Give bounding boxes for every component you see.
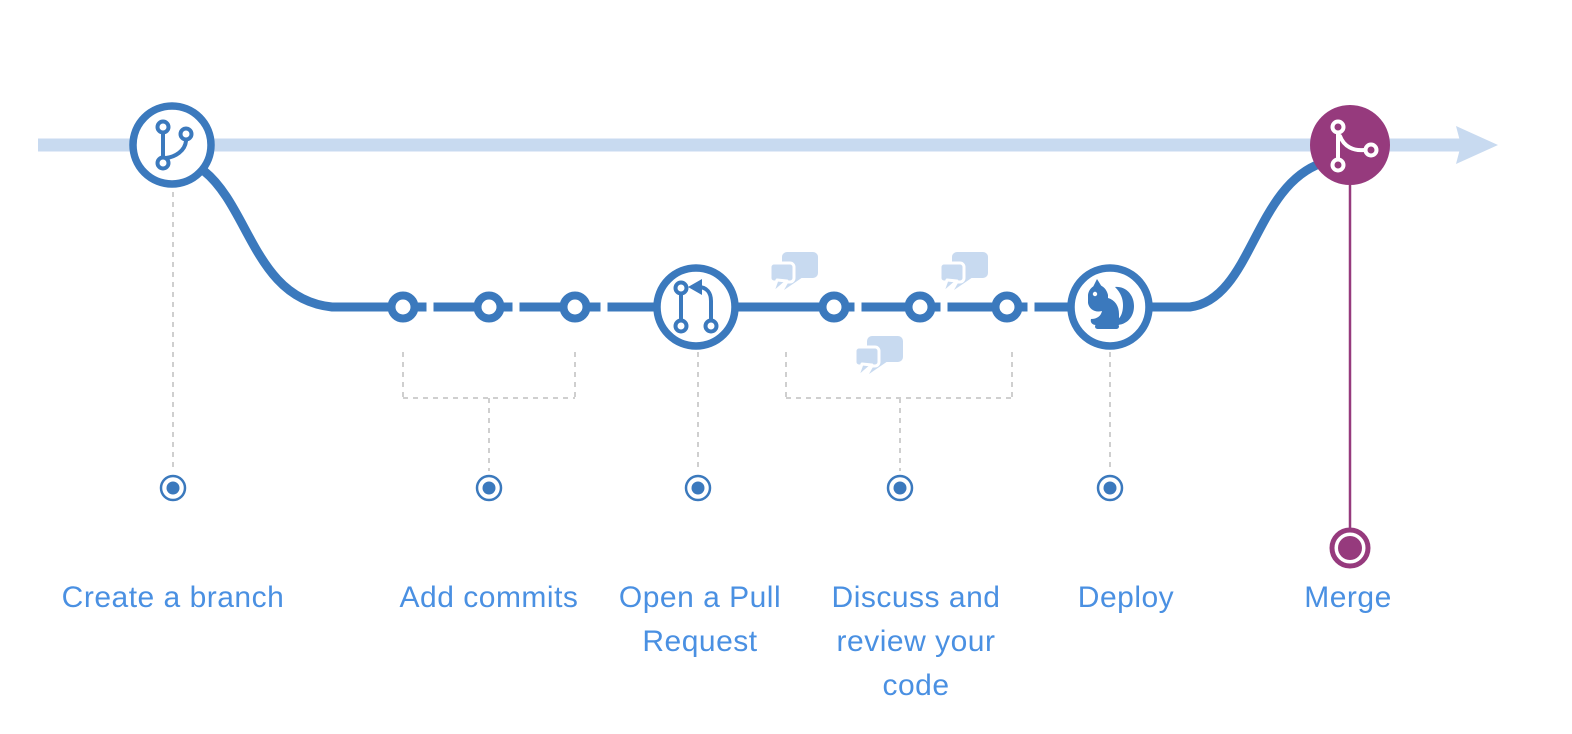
label-open-a-pull-request: Open a Pull Request [618,581,782,658]
commit-dots [387,291,1023,323]
label-create-a-branch: Create a branch [61,581,285,614]
merge-timeline [1329,185,1371,569]
feature-branch-line [199,158,1327,312]
step-marker-dots [159,474,1124,502]
pull-request-icon [653,264,739,350]
label-merge: Merge [1304,581,1392,614]
dashed-guides [172,192,1111,471]
label-discuss-and-review: Discuss and review your code [831,581,1001,702]
main-branch-arrow [38,126,1498,164]
label-deploy: Deploy [1077,581,1175,614]
speech-bubbles-icon [768,250,990,380]
branch-icon [129,102,215,188]
merge-icon [1310,105,1390,185]
label-add-commits: Add commits [399,581,579,614]
branch-line-gaps [426,299,1035,315]
squirrel-icon [1067,264,1153,350]
